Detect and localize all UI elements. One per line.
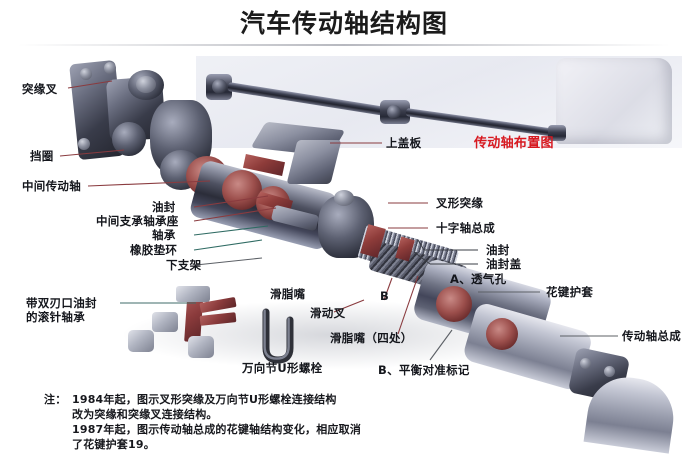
label-yoke-flange: 叉形突缘	[436, 196, 484, 210]
inset-rear-yoke	[548, 125, 566, 141]
inset-front-hub	[212, 79, 227, 94]
driveshaft-section-ring	[486, 318, 518, 350]
label-lower-bracket: 下支架	[166, 258, 202, 272]
label-retaining-ring: 挡圈	[30, 149, 54, 163]
note-prefix: 注：	[44, 393, 67, 406]
label-spline-boot: 花键护套	[546, 285, 594, 299]
label-rubber-cushion-ring: 橡胶垫环	[130, 243, 178, 257]
note-line-2: 改为突缘和突缘叉连接结构。	[72, 408, 218, 421]
note-line-1: 1984年起，图示叉形突缘及万向节U形螺栓连接结构	[72, 393, 337, 406]
label-oil-seal-right: 油封	[486, 243, 510, 257]
label-grease-nipple-four: 滑脂嘴（四处）	[330, 331, 413, 345]
page-title: 汽车传动轴结构图	[239, 9, 448, 38]
label-intermediate-drive-shaft: 中间传动轴	[22, 179, 81, 193]
inset-caption: 传动轴布置图	[474, 136, 554, 151]
note-line-3: 1987年起，图示传动轴总成的花键轴结构变化，相应取消	[72, 423, 362, 436]
cross-assembly-cap	[334, 190, 354, 206]
label-balance-mark: B、平衡对准标记	[378, 363, 470, 377]
label-u-bolt: 万向节U形螺栓	[242, 361, 323, 375]
needle-bearing-detail-cup	[152, 312, 178, 332]
flange-bolt-bl	[78, 138, 90, 150]
label-mark-b: B	[380, 289, 390, 303]
inset-center-hub	[387, 105, 401, 119]
title-divider	[18, 44, 670, 46]
inset-transmission-housing	[556, 58, 672, 144]
label-bearing: 轴承	[152, 228, 176, 242]
bearing-support-bracket	[286, 140, 342, 184]
retaining-ring-cap	[136, 76, 156, 93]
needle-bearing-detail-seal	[128, 330, 154, 352]
rear-tube-section-ring	[436, 286, 472, 322]
label-center-bearing-support: 中间支承轴承座	[96, 214, 179, 228]
label-oil-seal-cover: 油封盖	[486, 257, 522, 271]
note-line-4: 了花键护套19。	[72, 438, 155, 451]
needle-bearing-detail-cap	[176, 286, 210, 302]
flange-bolt-tl	[80, 68, 92, 80]
flange-bolt-tr	[104, 62, 116, 74]
label-upper-cover-plate: 上盖板	[386, 136, 422, 150]
label-grease-nipple: 滑脂嘴	[270, 287, 306, 301]
flange-yoke-eye-lower	[112, 122, 146, 156]
rear-yoke-bolt-b	[604, 366, 615, 377]
label-vent-hole-a: A、透气孔	[450, 272, 507, 286]
label-cross-assembly: 十字轴总成	[436, 221, 495, 235]
label-oil-seal-left: 油封	[152, 200, 176, 214]
rear-yoke-bolt-a	[580, 358, 591, 369]
needle-bearing-detail-nut	[188, 336, 214, 358]
label-driveshaft-assembly: 传动轴总成	[622, 329, 681, 343]
label-slip-yoke: 滑动叉	[310, 306, 346, 320]
label-needle-bearing-seal: 带双刃口油封 的滚针轴承	[26, 296, 97, 324]
leader-rubber-ring	[193, 239, 263, 251]
label-flange-yoke: 突缘叉	[22, 82, 58, 96]
leader-lower-bracket	[195, 257, 263, 266]
